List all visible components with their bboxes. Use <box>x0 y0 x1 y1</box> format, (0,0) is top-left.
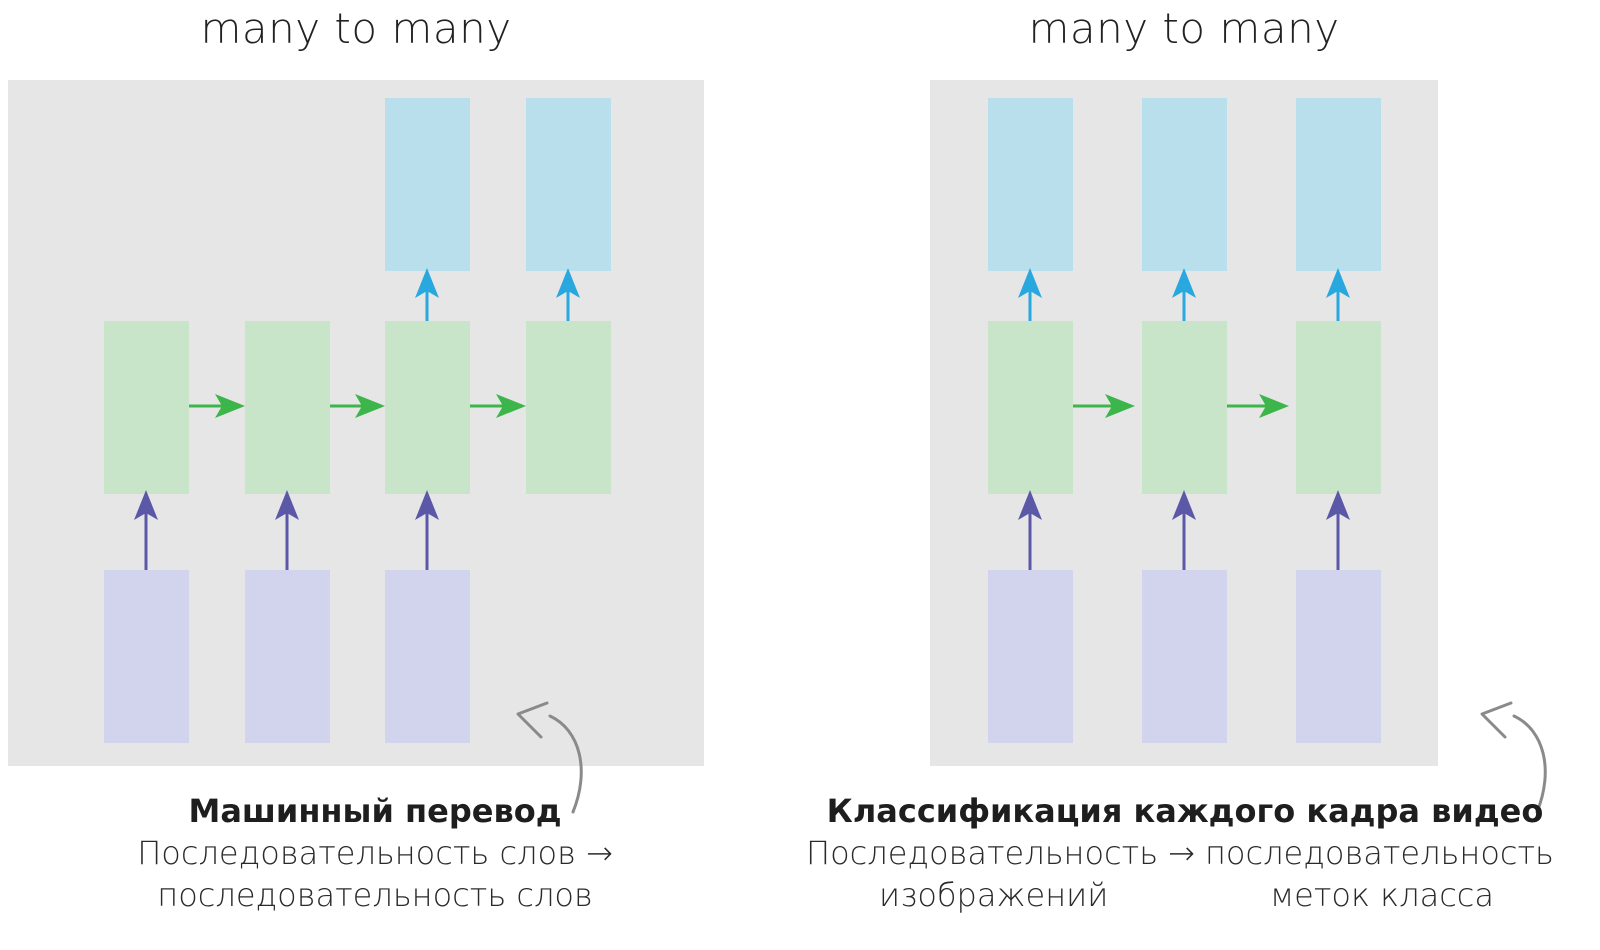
left-hidden-cell-4 <box>526 321 611 494</box>
right-caption-line-1-left: Последовательность <box>806 834 1159 872</box>
right-output-cell-2 <box>1142 98 1227 271</box>
right-caption-row-2: изображений меток класса <box>800 874 1570 916</box>
left-output-cell-4 <box>526 98 611 271</box>
right-hidden-cell-2 <box>1142 321 1227 494</box>
right-input-cell-1 <box>988 570 1073 743</box>
right-caption-line-2-right: меток класса <box>1270 876 1494 914</box>
right-caption-line-1-right: → последовательность <box>1168 834 1554 872</box>
right-output-cell-3 <box>1296 98 1381 271</box>
left-input-cell-2 <box>245 570 330 743</box>
right-output-cell-1 <box>988 98 1073 271</box>
left-input-cell-3 <box>385 570 470 743</box>
left-hidden-cell-3 <box>385 321 470 494</box>
left-hidden-cell-2 <box>245 321 330 494</box>
left-output-cell-3 <box>385 98 470 271</box>
right-diagram-title: many to many <box>1028 4 1340 53</box>
left-caption-line-2: последовательность слов <box>157 876 593 914</box>
right-caption-row-1: Последовательность → последовательность <box>800 832 1570 874</box>
right-hidden-cell-1 <box>988 321 1073 494</box>
left-diagram-title: many to many <box>200 4 512 53</box>
left-caption-title: Машинный перевод <box>188 792 562 830</box>
left-caption-line-1: Последовательность слов → <box>137 834 613 872</box>
left-caption: Машинный перевод Последовательность слов… <box>120 790 630 916</box>
left-input-cell-1 <box>104 570 189 743</box>
right-input-cell-3 <box>1296 570 1381 743</box>
right-caption-line-2-left: изображений <box>879 876 1109 914</box>
right-input-cell-2 <box>1142 570 1227 743</box>
right-hidden-cell-3 <box>1296 321 1381 494</box>
right-caption-title: Классификация каждого кадра видео <box>826 792 1544 830</box>
right-caption: Классификация каждого кадра видео Послед… <box>800 790 1570 916</box>
left-hidden-cell-1 <box>104 321 189 494</box>
